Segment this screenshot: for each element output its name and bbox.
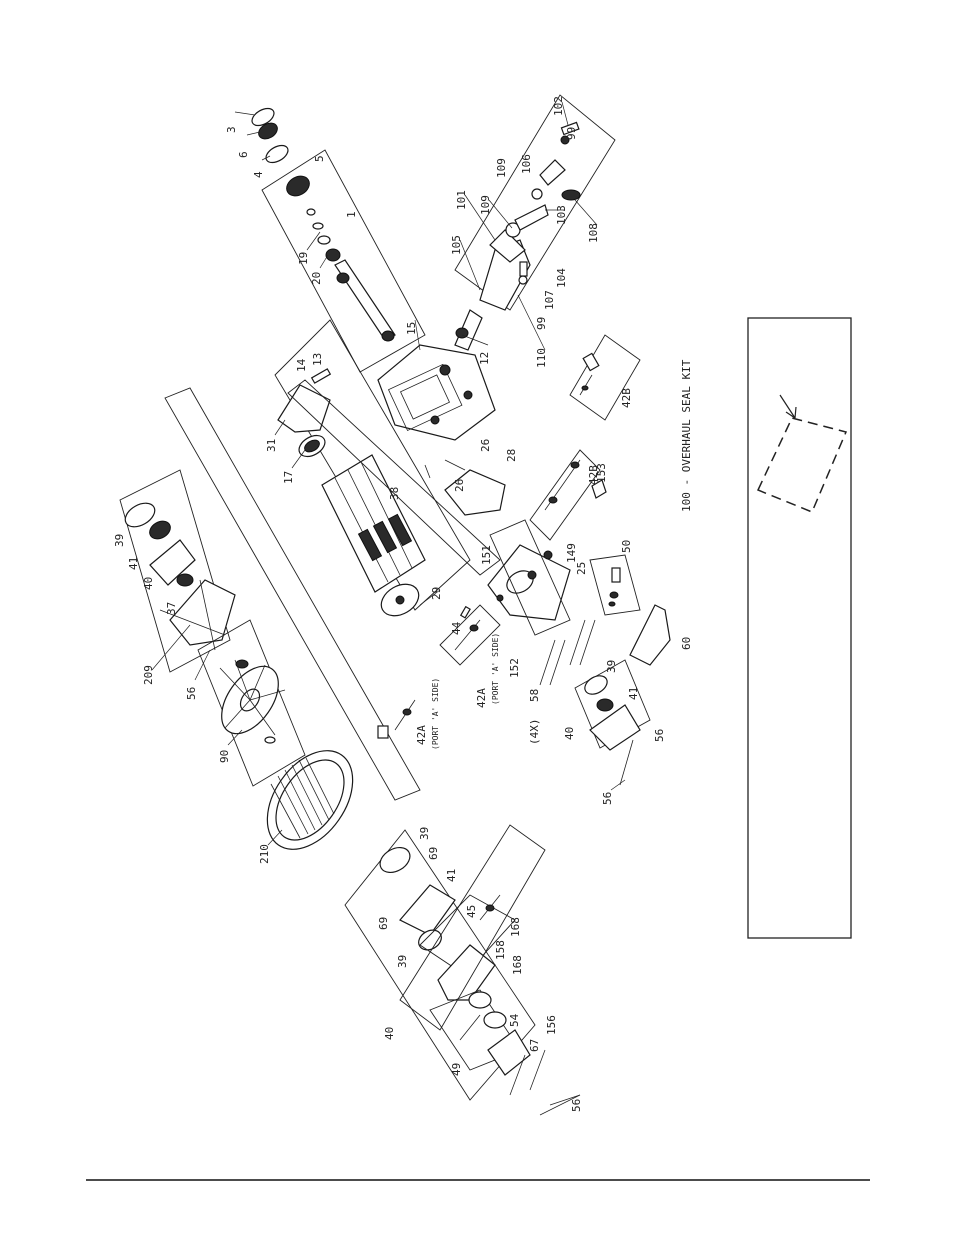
callout-39-right: 39 <box>605 660 618 673</box>
seal-kit-arrow-icon <box>780 395 795 418</box>
callout-14: 14 <box>295 358 308 372</box>
callout-209: 209 <box>142 665 155 685</box>
bracket-60 <box>630 605 670 665</box>
seal-kit-legend <box>748 318 851 938</box>
center-section-block <box>488 520 570 635</box>
callout-103: 103 <box>555 205 568 225</box>
callout-54: 54 <box>508 1013 521 1027</box>
qty-4x-note: (4X) <box>528 719 541 746</box>
callout-39-bottom: 39 <box>418 827 431 840</box>
callout-20: 20 <box>310 272 323 285</box>
callout-3: 3 <box>225 126 238 133</box>
callout-39-top: 39 <box>113 534 126 547</box>
charge-pump-right <box>575 660 650 785</box>
callout-37: 37 <box>165 602 178 615</box>
callout-56-bottom: 56 <box>570 1099 583 1112</box>
port-a-note-mid: (PORT 'A' SIDE) <box>491 633 500 705</box>
callout-41-top: 41 <box>127 557 140 570</box>
callout-210: 210 <box>258 844 271 864</box>
callout-40-bottom: 40 <box>383 1027 396 1040</box>
callout-44: 44 <box>450 621 463 635</box>
port-a-note-left: (PORT 'A' SIDE) <box>431 678 440 750</box>
callout-41-bottom: 41 <box>445 869 458 882</box>
callout-49: 49 <box>450 1063 463 1076</box>
callout-149: 149 <box>565 543 578 563</box>
callout-31: 31 <box>265 439 278 452</box>
callout-168-a: 168 <box>509 917 522 937</box>
callout-1: 1 <box>345 211 358 218</box>
callout-42a-mid: 42A <box>475 688 488 708</box>
callout-101: 101 <box>455 190 468 210</box>
callout-40-right: 40 <box>563 727 576 740</box>
callout-67: 67 <box>528 1039 541 1052</box>
callout-104: 104 <box>555 268 568 288</box>
callout-42b-mid: 42B <box>587 465 600 485</box>
callout-152: 152 <box>508 658 521 678</box>
callout-42b-right: 42B <box>620 388 633 408</box>
callout-26-a: 26 <box>479 439 492 452</box>
callout-107: 107 <box>543 290 556 310</box>
callout-109-a: 109 <box>495 158 508 178</box>
callout-39-lower: 39 <box>396 955 409 968</box>
valve-50 <box>590 555 640 615</box>
callout-168-b: 168 <box>511 955 524 975</box>
callout-29: 29 <box>430 587 443 600</box>
callout-99-top: 99 <box>565 127 578 140</box>
callout-108: 108 <box>587 223 600 243</box>
callout-105: 105 <box>450 235 463 255</box>
callout-12: 12 <box>478 352 491 365</box>
callout-90: 90 <box>218 750 231 763</box>
callout-69-a: 69 <box>427 847 440 860</box>
callout-158: 158 <box>494 940 507 960</box>
callout-50: 50 <box>620 540 633 553</box>
valve-42a-left <box>378 700 415 738</box>
callout-56-top: 56 <box>185 687 198 700</box>
callout-25: 25 <box>575 562 588 575</box>
callout-69-b: 69 <box>377 917 390 930</box>
callout-45: 45 <box>465 905 478 918</box>
callout-38: 38 <box>388 487 401 500</box>
callout-60: 60 <box>680 637 693 650</box>
callout-42a-left: 42A <box>415 725 428 745</box>
callout-40-top: 40 <box>142 577 155 590</box>
callout-4: 4 <box>252 171 265 178</box>
callout-156: 156 <box>545 1015 558 1035</box>
callout-17: 17 <box>282 471 295 484</box>
callout-109-b: 109 <box>479 195 492 215</box>
seal-kit-dashed-box-icon <box>758 418 846 512</box>
callout-110: 110 <box>535 348 548 368</box>
callout-41-right: 41 <box>627 687 640 700</box>
callout-106: 106 <box>520 154 533 174</box>
seal-kit-title: 100 - OVERHAUL SEAL KIT <box>680 359 693 512</box>
control-linkage-group <box>455 95 615 350</box>
callout-56-right: 56 <box>653 729 666 742</box>
callout-58: 58 <box>528 689 541 702</box>
callout-28: 28 <box>505 449 518 462</box>
charge-pump-group <box>120 470 235 672</box>
callout-5: 5 <box>313 155 326 162</box>
callout-13: 13 <box>311 353 324 366</box>
callout-19: 19 <box>297 252 310 265</box>
callout-151: 151 <box>480 545 493 565</box>
callout-6: 6 <box>237 151 250 158</box>
callout-99-mid: 99 <box>535 317 548 330</box>
callout-56-left: 56 <box>601 792 614 805</box>
callout-26-b: 26 <box>453 479 466 492</box>
